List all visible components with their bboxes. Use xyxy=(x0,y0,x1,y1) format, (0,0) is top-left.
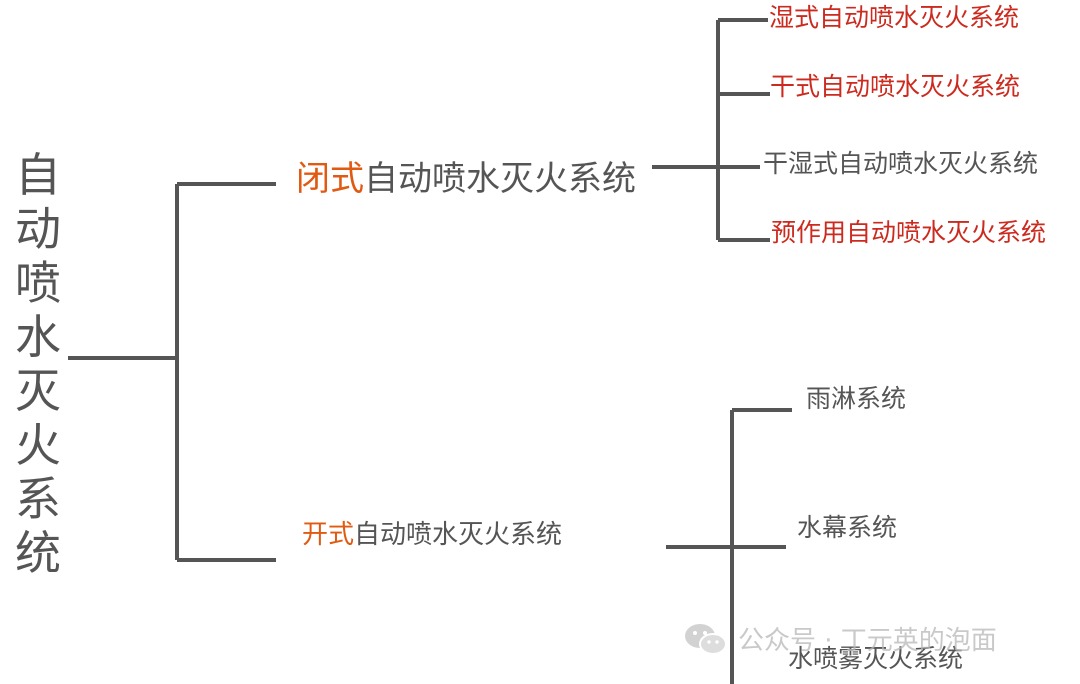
closed-prefix: 闭式 xyxy=(296,159,364,199)
closed-system-label: 闭式自动喷水灭火系统 xyxy=(296,162,636,196)
open-child-water-spray: 水喷雾灭火系统 xyxy=(788,644,964,673)
watermark-text: 公众号 · 丁元英的泡面 xyxy=(738,626,997,656)
wechat-icon xyxy=(685,623,727,655)
closed-child-wet-dry: 干湿式自动喷水灭火系统 xyxy=(763,149,1039,178)
closed-child-preaction: 预作用自动喷水灭火系统 xyxy=(771,218,1047,247)
open-suffix: 自动喷水灭火系统 xyxy=(354,520,563,550)
closed-suffix: 自动喷水灭火系统 xyxy=(364,159,636,199)
watermark: 公众号 · 丁元英的泡面 xyxy=(684,620,997,657)
open-child-deluge: 雨淋系统 xyxy=(806,384,907,413)
open-prefix: 开式 xyxy=(302,520,355,550)
open-system-label: 开式自动喷水灭火系统 xyxy=(302,522,562,548)
open-child-water-curtain: 水幕系统 xyxy=(797,513,898,542)
closed-child-dry: 干式自动喷水灭火系统 xyxy=(770,72,1021,101)
closed-child-wet: 湿式自动喷水灭火系统 xyxy=(769,3,1020,32)
root-label: 自动喷水灭火系统 xyxy=(15,148,61,580)
